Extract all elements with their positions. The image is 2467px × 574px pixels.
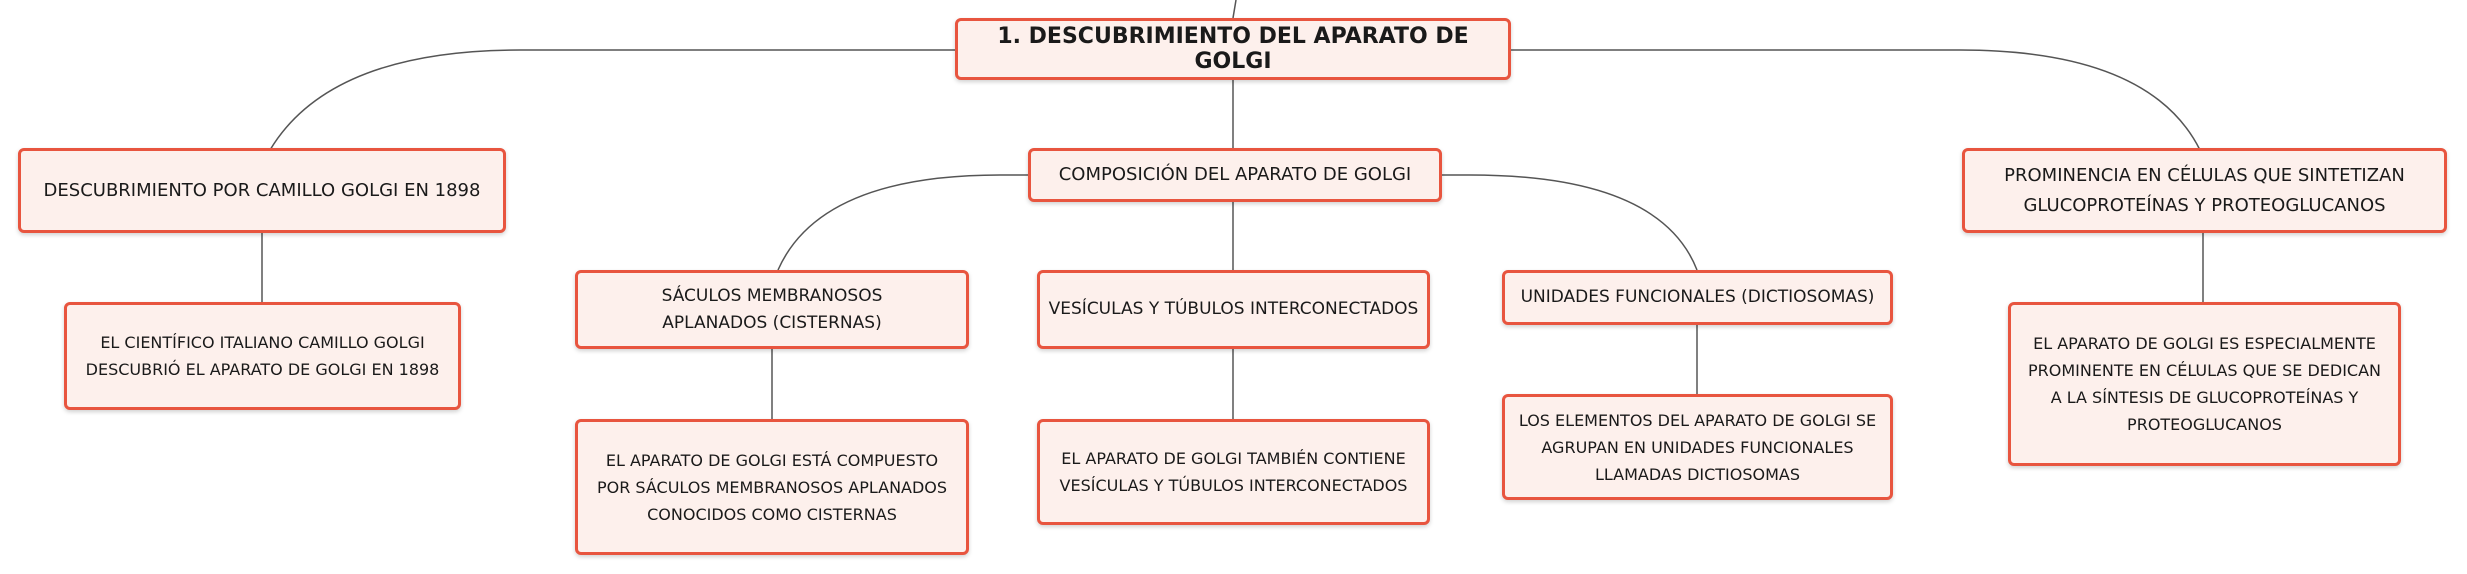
root-topic-label: 1. DESCUBRIMIENTO DEL APARATO DE GOLGI (997, 24, 1469, 74)
branch-discovery[interactable]: DESCUBRIMIENTO POR CAMILLO GOLGI EN 1898 (18, 148, 506, 233)
sub-unidades[interactable]: UNIDADES FUNCIONALES (DICTIOSOMAS) (1502, 270, 1893, 325)
branch-discovery-label: DESCUBRIMIENTO POR CAMILLO GOLGI EN 1898 (43, 179, 481, 201)
prominence-detail[interactable]: EL APARATO DE GOLGI ES ESPECIALMENTE PRO… (2008, 302, 2401, 466)
sub-cisternas[interactable]: SÁCULOS MEMBRANOSOS APLANADOS (CISTERNAS… (575, 270, 969, 349)
connector-root-right (1510, 49, 2201, 151)
connector-center-cisternas (777, 174, 1030, 271)
connector-top-stub (1232, 0, 1237, 19)
discovery-detail-text: EL CIENTÍFICO ITALIANO CAMILLO GOLGI DES… (85, 333, 440, 379)
vesiculas-detail-text: EL APARATO DE GOLGI TAMBIÉN CONTIENE VES… (1059, 449, 1408, 495)
branch-prominence[interactable]: PROMINENCIA EN CÉLULAS QUE SINTETIZAN GL… (1962, 148, 2447, 233)
sub-unidades-label: UNIDADES FUNCIONALES (DICTIOSOMAS) (1520, 287, 1875, 307)
sub-cisternas-label: SÁCULOS MEMBRANOSOS APLANADOS (CISTERNAS… (661, 285, 883, 333)
vesiculas-detail[interactable]: EL APARATO DE GOLGI TAMBIÉN CONTIENE VES… (1037, 419, 1430, 525)
unidades-detail-text: LOS ELEMENTOS DEL APARATO DE GOLGI SE AG… (1518, 410, 1877, 484)
sub-vesiculas[interactable]: VESÍCULAS Y TÚBULOS INTERCONECTADOS (1037, 270, 1430, 349)
branch-composition-label: COMPOSICIÓN DEL APARATO DE GOLGI (1058, 164, 1412, 185)
root-topic[interactable]: 1. DESCUBRIMIENTO DEL APARATO DE GOLGI (955, 18, 1511, 80)
discovery-detail[interactable]: EL CIENTÍFICO ITALIANO CAMILLO GOLGI DES… (64, 302, 461, 410)
unidades-detail[interactable]: LOS ELEMENTOS DEL APARATO DE GOLGI SE AG… (1502, 394, 1893, 500)
cisternas-detail-text: EL APARATO DE GOLGI ESTÁ COMPUESTO POR S… (596, 450, 948, 524)
connector-root-left (269, 49, 955, 151)
sub-vesiculas-label: VESÍCULAS Y TÚBULOS INTERCONECTADOS (1048, 299, 1419, 319)
cisternas-detail[interactable]: EL APARATO DE GOLGI ESTÁ COMPUESTO POR S… (575, 419, 969, 555)
branch-prominence-label: PROMINENCIA EN CÉLULAS QUE SINTETIZAN GL… (2004, 164, 2405, 216)
prominence-detail-text: EL APARATO DE GOLGI ES ESPECIALMENTE PRO… (2027, 334, 2382, 434)
connector-center-unidades (1440, 174, 1698, 271)
branch-composition[interactable]: COMPOSICIÓN DEL APARATO DE GOLGI (1028, 148, 1442, 202)
